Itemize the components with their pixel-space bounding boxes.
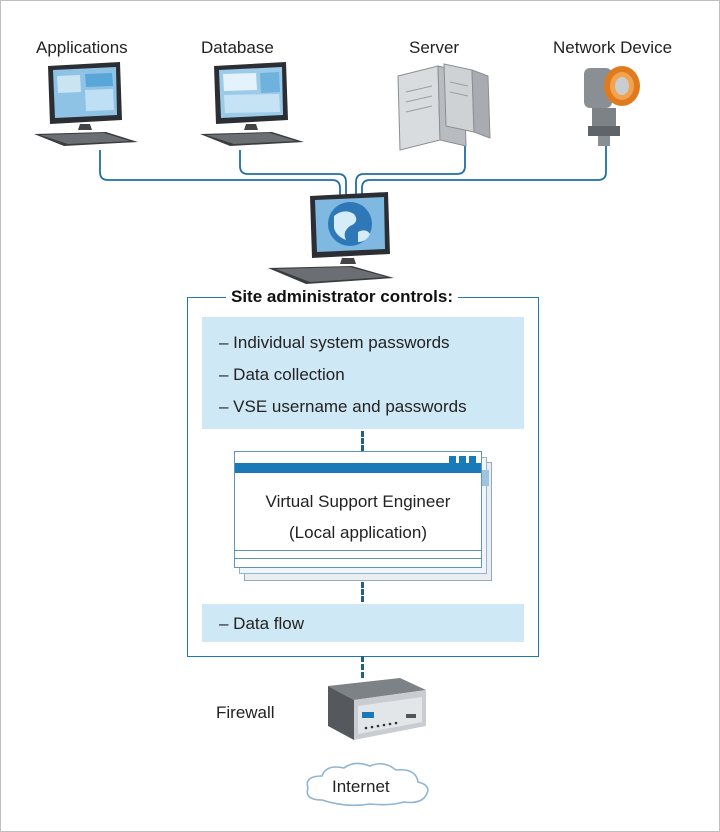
list-item: – Individual system passwords [219,333,450,352]
firewall-icon [328,678,426,740]
list-item: – VSE username and passwords [219,397,467,416]
network-device-icon [584,66,640,146]
applications-computer-icon [34,62,138,146]
applications-label: Applications [36,38,128,57]
window-title-line: Virtual Support Engineer [265,492,451,511]
dashed-connector [361,582,364,602]
window-button-icon [469,456,476,463]
list-item: – Data collection [219,365,345,384]
dashed-connector [361,656,364,678]
window-title-bar [235,463,481,473]
divider [235,550,481,551]
network-device-label: Network Device [553,38,673,57]
data-flow-panel: – Data flow [202,604,524,642]
divider [235,558,481,559]
vse-application-window: Virtual Support Engineer (Local applicat… [234,451,482,568]
globe-computer-icon [268,192,394,284]
database-computer-icon [200,62,304,146]
admin-controls-panel: – Individual system passwords – Data col… [202,317,524,429]
site-admin-title: Site administrator controls: [226,287,458,307]
window-button-icon [449,456,456,463]
scrollbar [482,470,489,486]
dashed-connector [361,431,364,451]
data-flow-label: – Data flow [219,614,305,633]
internet-label: Internet [332,777,390,796]
firewall-label: Firewall [216,703,275,722]
database-label: Database [201,38,274,57]
window-button-icon [459,456,466,463]
server-label: Server [409,38,460,57]
cloud-icon [306,762,429,807]
server-icon [397,63,491,151]
window-subtitle-line: (Local application) [289,523,427,542]
